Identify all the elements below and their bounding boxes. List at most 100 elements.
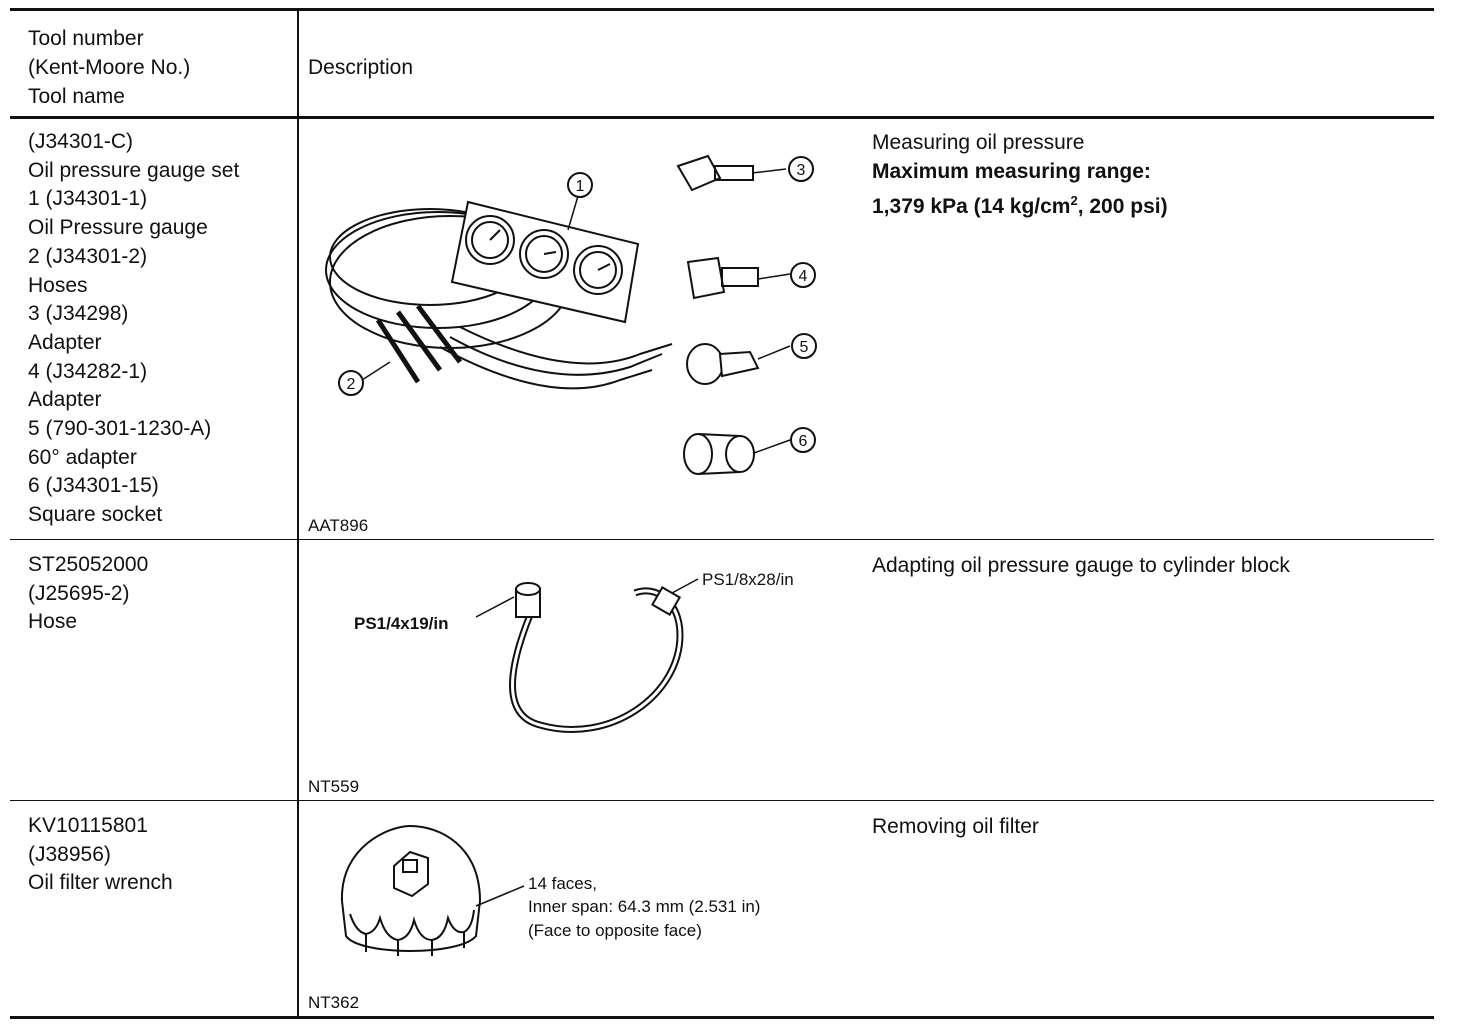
tool-line: Oil filter wrench bbox=[28, 871, 173, 895]
callout-circle bbox=[790, 262, 816, 288]
header-description: Description bbox=[308, 56, 414, 79]
range-value-tail: , 200 psi) bbox=[1077, 195, 1168, 218]
figure-code: AAT896 bbox=[308, 516, 369, 535]
tool-line: 2 (J34301-2) bbox=[28, 244, 148, 268]
square-socket-face bbox=[725, 435, 755, 473]
tool-line: (J25695-2) bbox=[28, 581, 130, 605]
header-line: (Kent-Moore No.) bbox=[28, 56, 191, 79]
row3-description: Removing oil filter bbox=[872, 815, 1039, 838]
hose-end bbox=[439, 346, 653, 390]
square-socket-edge bbox=[697, 471, 741, 475]
header-bottom-rule bbox=[10, 116, 1434, 119]
tool-line: ST25052000 bbox=[28, 553, 149, 576]
tool-line: 3 (J34298) bbox=[28, 302, 129, 326]
column-divider bbox=[297, 10, 299, 1018]
leader-line bbox=[753, 439, 791, 454]
wrench-hex-drive bbox=[393, 850, 429, 898]
callout-circle bbox=[790, 427, 816, 453]
header-line: Tool name bbox=[28, 85, 125, 108]
tool-line: 1 (J34301-1) bbox=[28, 187, 148, 211]
row1-bottom-rule bbox=[10, 539, 1434, 540]
wrench-face-edges bbox=[365, 932, 465, 956]
measuring-range-value: 1,379 kPa (14 kg/cm2, 200 psi) bbox=[872, 186, 1168, 221]
tool-line: 4 (J34282-1) bbox=[28, 359, 148, 383]
callout-number: 1 bbox=[576, 178, 585, 195]
wrench-cup-side bbox=[341, 900, 481, 952]
tool-line: Adapter bbox=[28, 388, 102, 412]
square-drive-hole bbox=[402, 859, 418, 873]
table-top-rule bbox=[10, 8, 1434, 11]
row3-tool-info: KV10115801 (J38956) Oil filter wrench bbox=[28, 812, 173, 898]
adapter-3 bbox=[676, 154, 722, 192]
wrench-note-line: 14 faces, bbox=[528, 874, 597, 893]
tool-line: 5 (790-301-1230-A) bbox=[28, 417, 212, 441]
hose-illustration: PS1/4x19/in PS1/8x28/in bbox=[354, 570, 794, 733]
callout-circle bbox=[791, 333, 817, 359]
hose-end bbox=[449, 336, 663, 376]
short-hose bbox=[395, 310, 443, 372]
gauge-needle bbox=[543, 251, 557, 255]
wrench-note-line: Inner span: 64.3 mm (2.531 in) bbox=[528, 897, 760, 916]
row1-description: Measuring oil pressure Maximum measuring… bbox=[872, 128, 1168, 221]
tool-line: Oil Pressure gauge bbox=[28, 216, 208, 240]
row2-description: Adapting oil pressure gauge to cylinder … bbox=[872, 554, 1290, 577]
leader-line bbox=[475, 885, 525, 907]
gauge-dial bbox=[579, 251, 617, 289]
callout-circle bbox=[567, 172, 593, 198]
fitting-label-right: PS1/8x28/in bbox=[702, 570, 794, 589]
tool-line: Adapter bbox=[28, 330, 102, 354]
leader-line bbox=[361, 361, 391, 381]
tool-line: Oil pressure gauge set bbox=[28, 158, 240, 182]
gauge-needle bbox=[597, 263, 611, 271]
leader-line bbox=[757, 345, 791, 360]
callout-number: 3 bbox=[797, 162, 806, 179]
wrench-note-line: (Face to opposite face) bbox=[528, 921, 702, 940]
oil-pressure-gauge-set-illustration: 1 2 3 4 5 6 bbox=[325, 154, 817, 475]
header-line: Tool number bbox=[28, 27, 144, 50]
tool-line: 60° adapter bbox=[28, 445, 137, 469]
wrench-cup-top bbox=[340, 824, 481, 902]
hose-fitting-right bbox=[650, 585, 682, 617]
figure-code: NT559 bbox=[308, 777, 360, 796]
table-bottom-rule bbox=[10, 1016, 1434, 1019]
tool-line: Hose bbox=[28, 610, 78, 634]
callout-circle bbox=[338, 370, 364, 396]
leader-line bbox=[475, 596, 515, 618]
figure-code: NT362 bbox=[308, 993, 360, 1012]
adapter-4-thread bbox=[721, 267, 759, 287]
row2-tool-info: ST25052000 (J25695-2) Hose bbox=[28, 551, 148, 637]
measuring-range-label: Maximum measuring range: bbox=[872, 160, 1151, 183]
leader-line bbox=[567, 195, 579, 231]
adapter-4 bbox=[686, 256, 726, 300]
adapter-5-body bbox=[718, 350, 760, 378]
callout-number: 4 bbox=[799, 268, 808, 285]
callout-number: 6 bbox=[799, 433, 808, 450]
square-socket-edge bbox=[697, 433, 741, 437]
tool-line: 6 (J34301-15) bbox=[28, 474, 159, 498]
fitting-label-left: PS1/4x19/in bbox=[354, 614, 449, 633]
description-text: Measuring oil pressure bbox=[872, 131, 1085, 154]
tool-line: Hoses bbox=[28, 273, 88, 297]
leader-line bbox=[757, 273, 791, 280]
tool-line: KV10115801 bbox=[28, 814, 148, 837]
hose-end bbox=[459, 326, 673, 365]
range-value-main: 1,379 kPa (14 kg/cm bbox=[872, 195, 1071, 218]
tool-line: (J34301-C) bbox=[28, 130, 134, 153]
oil-filter-wrench-illustration: 14 faces, Inner span: 64.3 mm (2.531 in)… bbox=[340, 824, 760, 956]
short-hose bbox=[416, 304, 462, 364]
gauge-dial bbox=[525, 235, 563, 273]
adapter-5 bbox=[686, 343, 724, 385]
square-socket bbox=[683, 433, 713, 475]
leader-line bbox=[751, 168, 787, 174]
tool-line: (J38956) bbox=[28, 842, 111, 866]
row1-tool-info: (J34301-C) Oil pressure gauge set 1 (J34… bbox=[28, 128, 239, 530]
gauge-needle bbox=[489, 229, 501, 241]
gauge-dial bbox=[471, 221, 509, 259]
callout-number: 5 bbox=[800, 339, 809, 356]
short-hose bbox=[375, 318, 421, 384]
tool-line: Square socket bbox=[28, 503, 163, 527]
callout-circle bbox=[788, 156, 814, 182]
row2-bottom-rule bbox=[10, 800, 1434, 801]
leader-line bbox=[671, 578, 699, 594]
header-tool-column: Tool number (Kent-Moore No.) Tool name bbox=[28, 24, 190, 111]
